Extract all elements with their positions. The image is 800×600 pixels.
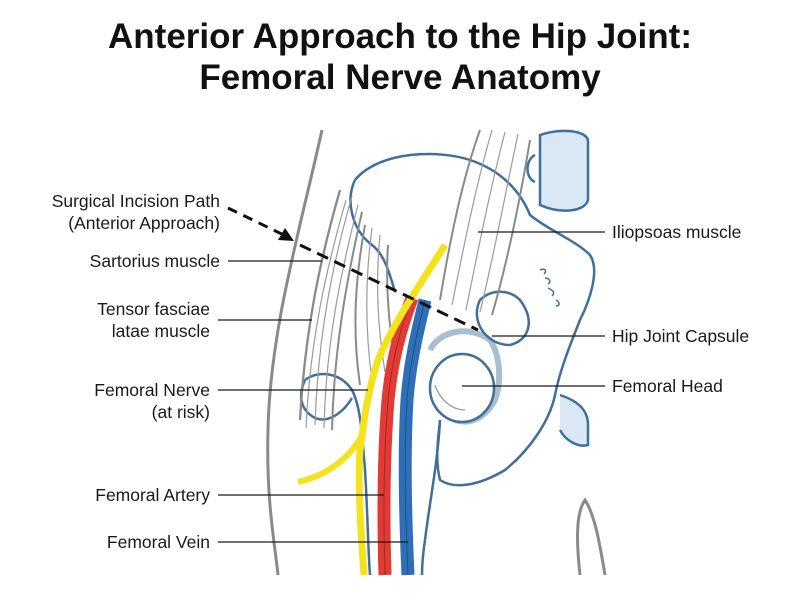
label-sartorius: Sartorius muscle <box>89 251 220 271</box>
pubic-ramus <box>558 393 590 447</box>
ilium-crest <box>349 179 397 293</box>
femur-shaft-medial <box>420 419 442 576</box>
sartorius-muscle <box>298 189 363 431</box>
label-femoral-artery: Femoral Artery <box>95 485 210 505</box>
label-iliopsoas: Iliopsoas muscle <box>612 222 742 242</box>
vertebra-upper <box>538 129 590 212</box>
label-femoral-nerve: Femoral Nerve (at risk) <box>94 380 210 422</box>
pelvis-bone <box>354 152 596 487</box>
incision-arrow-head <box>278 228 294 241</box>
label-femoral-head: Femoral Head <box>612 376 723 396</box>
femoral-nerve-branch <box>297 430 367 485</box>
thigh-outline-left <box>266 129 324 576</box>
title-line-1: Anterior Approach to the Hip Joint: <box>108 17 692 56</box>
diagram-title: Anterior Approach to the Hip Joint: Femo… <box>0 16 800 98</box>
iliopsoas-muscle <box>439 129 531 316</box>
incision-path-line <box>299 243 479 332</box>
leader-lines <box>218 231 605 543</box>
femoral-neck-line <box>434 384 466 411</box>
obturator-ring <box>475 290 530 347</box>
title-line-2: Femoral Nerve Anatomy <box>199 58 601 97</box>
label-tensor-fasciae-latae: Tensor fasciae latae muscle <box>97 299 210 341</box>
femoral-head <box>428 352 496 424</box>
vertebra-disc <box>526 153 536 184</box>
label-incision-path: Surgical Incision Path (Anterior Approac… <box>51 191 220 233</box>
sacral-foramina <box>539 268 560 307</box>
incision-arrow-line <box>227 206 291 240</box>
femoral-artery-outline <box>383 297 413 576</box>
label-femoral-vein: Femoral Vein <box>106 532 210 552</box>
label-hip-joint-capsule: Hip Joint Capsule <box>612 326 750 346</box>
thigh-outline-inner <box>576 497 607 576</box>
femoral-vein-outline <box>404 299 426 576</box>
